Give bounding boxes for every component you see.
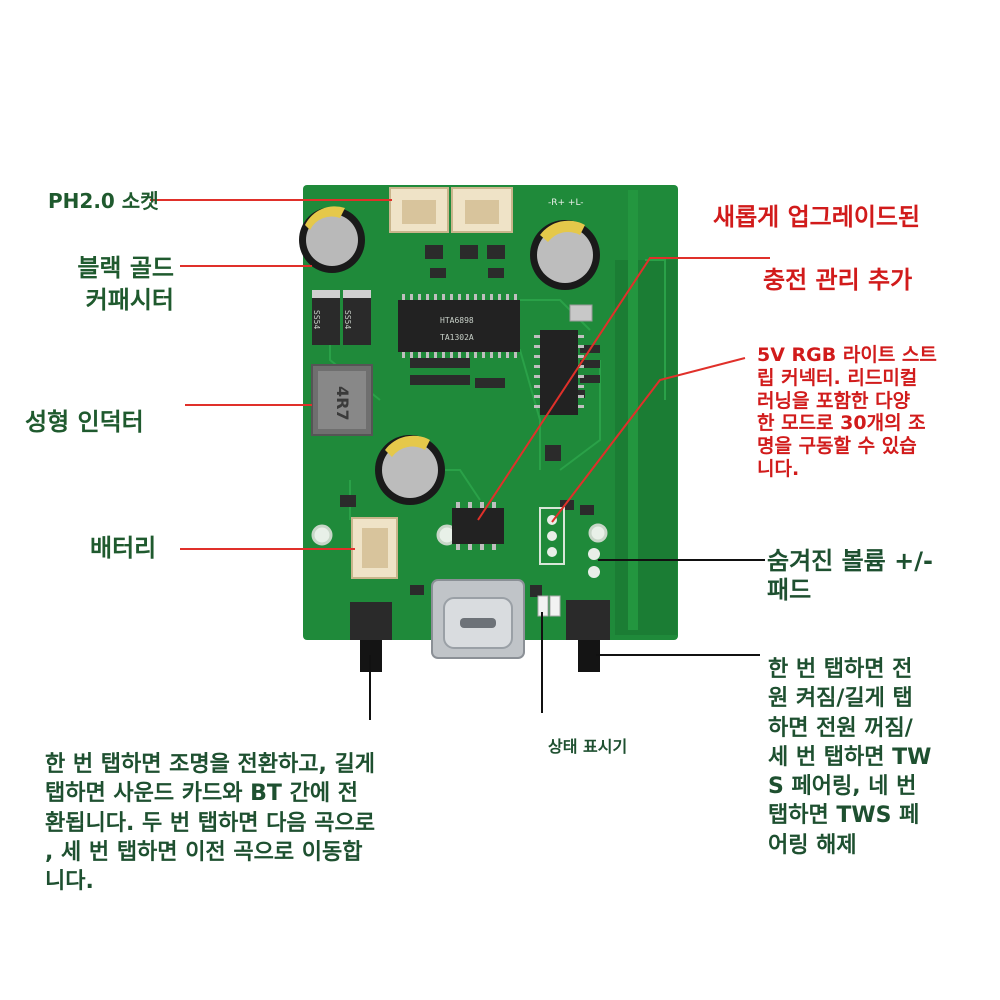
label-ph20-socket: PH2.0 소켓 <box>48 189 159 213</box>
svg-text:SS54: SS54 <box>312 310 321 329</box>
left-button <box>350 602 392 672</box>
status-led <box>537 595 549 617</box>
volume-pads <box>588 548 600 578</box>
status-led <box>549 595 561 617</box>
label-right-button-desc: 한 번 탭하면 전 원 켜짐/길게 탭 하면 전원 꺼짐/ 세 번 탭하면 TW… <box>768 657 932 858</box>
label-charge-management: 충전 관리 추가 <box>763 266 913 294</box>
label-black-gold-capacitor: 블랙 골드 커패시터 <box>77 254 174 314</box>
svg-text:SS54: SS54 <box>343 310 352 329</box>
capacitor-top-right <box>530 220 600 290</box>
bt-chip <box>534 330 584 415</box>
right-button <box>566 600 610 672</box>
capacitor-center <box>375 435 445 505</box>
svg-text:HTA6898: HTA6898 <box>440 316 474 325</box>
inductor: 4R7 <box>311 364 373 436</box>
svg-text:4R7: 4R7 <box>333 386 352 421</box>
capacitor-top-left <box>299 206 365 273</box>
label-molded-inductor: 성형 인덕터 <box>25 408 144 436</box>
svg-text:TA1302A: TA1302A <box>440 333 474 342</box>
diode-left: SS54 <box>312 290 340 345</box>
label-rgb-connector: 5V RGB 라이트 스트 립 커넥터. 리드미컬 러닝을 포함한 다양 한 모… <box>757 344 937 480</box>
battery-connector <box>351 517 398 579</box>
mount-hole <box>588 523 608 543</box>
amp-chip: HTA6898 TA1302A <box>398 294 520 358</box>
label-battery: 배터리 <box>90 534 157 562</box>
usb-c-port <box>431 579 525 659</box>
header-mark: -R+ +L- <box>548 198 584 208</box>
label-hidden-volume-pad: 숨겨진 볼륨 +/- 패드 <box>767 547 933 604</box>
label-upgraded-title: 새롭게 업그레이드된 <box>713 203 921 231</box>
charge-chip <box>452 502 504 550</box>
label-left-button-desc: 한 번 탭하면 조명을 전환하고, 길게 탭하면 사운드 카드와 BT 간에 전… <box>45 752 376 894</box>
antenna-area <box>615 260 677 635</box>
mount-hole <box>311 524 333 546</box>
label-status-indicator: 상태 표시기 <box>548 737 628 756</box>
antenna-strip <box>628 190 638 630</box>
diode-right: SS54 <box>343 290 371 345</box>
